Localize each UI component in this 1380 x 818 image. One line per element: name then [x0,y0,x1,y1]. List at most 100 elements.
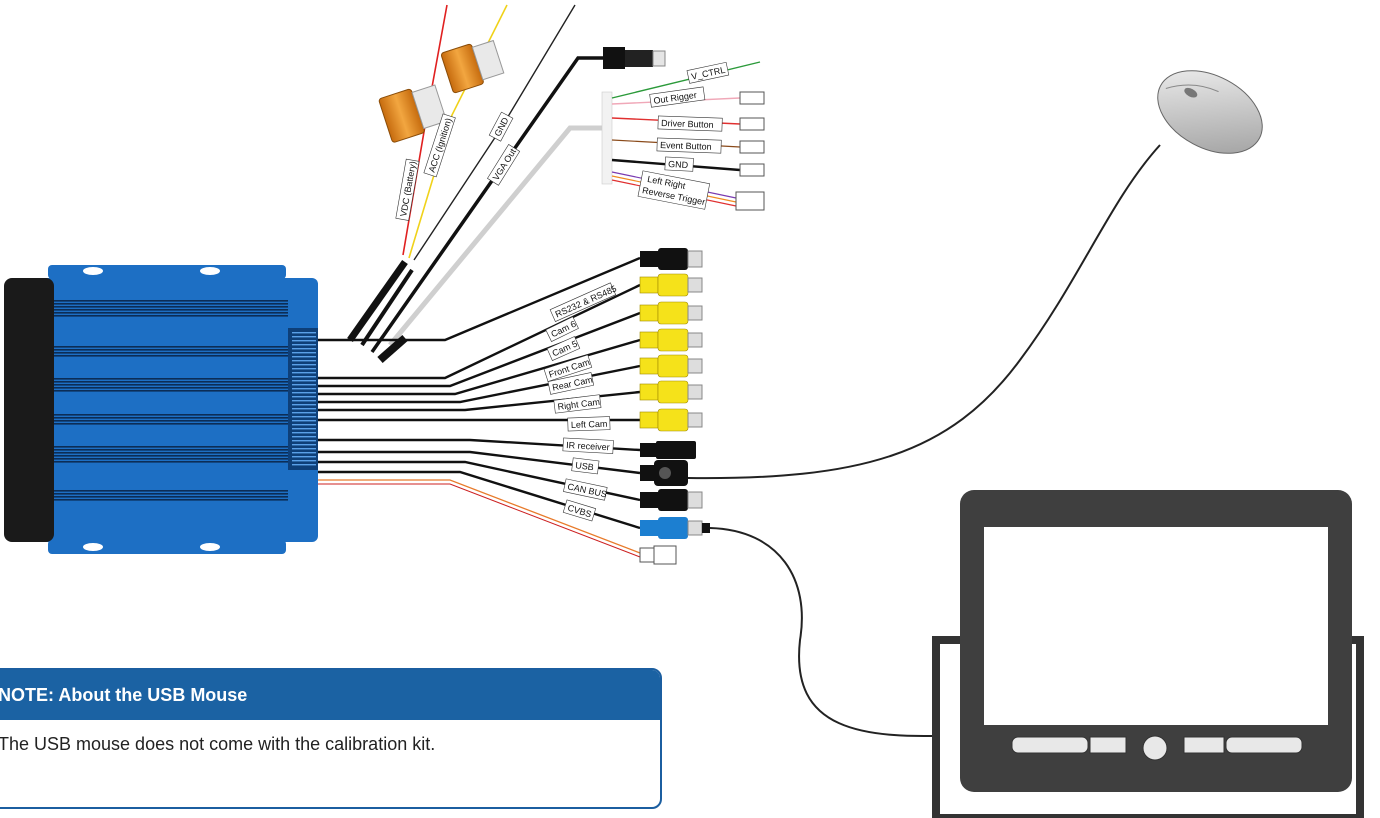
vga-out-connector [603,47,666,69]
svg-text:Left Cam: Left Cam [571,419,608,430]
label-can-bus: CAN BUS [563,478,608,501]
dvr-fin [52,420,288,422]
dvr-port-pin [292,428,316,430]
connector-left-cam [639,408,703,432]
dvr-port-pin [292,384,316,386]
dvr-fin [52,312,288,314]
dvr-fin [52,490,288,492]
dvr-port-pin [292,368,316,370]
mobile-dvr-unit [4,265,318,554]
dvr-port-pin [292,404,316,406]
connector-cam5 [639,301,703,325]
dvr-port-pin [292,416,316,418]
dvr-fin [52,381,288,383]
dvr-fin [52,496,288,498]
connector-usb [640,460,688,486]
dvr-fin [52,493,288,495]
dvr-port-pin [292,432,316,434]
dvr-fin [52,300,288,302]
connector-cvbs [640,517,710,539]
label-gnd-top: GND [488,111,514,142]
note-body: The USB mouse does not come with the cal… [0,734,436,754]
dvr-fin [52,499,288,501]
top-wires [347,4,615,364]
dvr-port-pin [292,436,316,438]
label-reverse-trigger: Left Right Reverse Trigger [637,170,711,210]
svg-text:RS232 & RS485: RS232 & RS485 [554,283,618,319]
dvr-fin [52,306,288,308]
dvr-fin [52,417,288,419]
dvr-port-pin [292,448,316,450]
dvr-port-pin [292,376,316,378]
label-vga-out: VGA Out [487,144,521,186]
connector-front-cam [639,328,703,352]
usb-mouse [1157,70,1263,154]
label-vdc-battery: VDC (Battery) [395,158,420,221]
dvr-fin [52,315,288,317]
dvr-port-pin [292,364,316,366]
dvr-port-pin [292,336,316,338]
dvr-port-pin [292,412,316,414]
note-callout: NOTE: About the USB Mouse The USB mouse … [0,668,662,809]
dvr-fin [52,346,288,348]
dvr-port-pin [292,400,316,402]
label-left-cam: Left Cam [567,416,611,432]
connector-spade-orange [639,545,677,565]
dvr-fin [52,384,288,386]
label-gnd-panel: GND [664,156,694,172]
label-cvbs: CVBS [562,499,597,522]
connector-rs232-rs485 [640,248,703,270]
dvr-fin [52,414,288,416]
label-driver-button: Driver Button [657,115,723,132]
dvr-fin [52,455,288,457]
svg-text:USB: USB [575,460,595,472]
dvr-port-pin [292,408,316,410]
dvr-port-pin [292,380,316,382]
dvr-fin [52,387,288,389]
dvr-port-pin [292,388,316,390]
label-right-cam: Right Cam [553,394,602,414]
label-ir-receiver: IR receiver [562,437,614,454]
svg-text:GND: GND [668,159,689,170]
dvr-fin [52,352,288,354]
label-usb: USB [571,457,600,475]
connector-can-bus [640,489,703,511]
label-event-button: Event Button [656,137,722,154]
svg-text:IR receiver: IR receiver [566,440,610,452]
connector-cam6 [639,273,703,297]
dvr-port-pin [292,444,316,446]
dvr-port-pin [292,460,316,462]
dvr-fin [52,355,288,357]
dvr-port-pin [292,352,316,354]
dvr-fin [52,461,288,463]
dvr-port-pin [292,440,316,442]
dvr-port-pin [292,344,316,346]
label-out-rigger: Out Rigger [649,86,706,108]
dvr-port-pin [292,452,316,454]
dvr-port-pin [292,392,316,394]
dvr-port-pin [292,456,316,458]
dvr-port-pin [292,332,316,334]
mouse-cable [687,144,1161,480]
dvr-port-pin [292,464,316,466]
label-v-ctrl: V_CTRL [686,61,730,84]
dvr-port-pin [292,356,316,358]
dvr-fin [52,303,288,305]
fuse-holder-battery [378,84,448,143]
monitor [932,490,1364,818]
dvr-port-pin [292,360,316,362]
dvr-fin [52,390,288,392]
dvr-port-pin [292,396,316,398]
connector-rear-cam [639,354,703,378]
dvr-port-pin [292,340,316,342]
dvr-fin [52,378,288,380]
connector-right-cam [639,380,703,404]
dvr-fin [52,449,288,451]
svg-text:Driver Button: Driver Button [661,118,714,130]
note-title: NOTE: About the USB Mouse [0,670,660,720]
dvr-fin [52,349,288,351]
dvr-port-pin [292,372,316,374]
dvr-port-pin [292,348,316,350]
dvr-fin [52,458,288,460]
